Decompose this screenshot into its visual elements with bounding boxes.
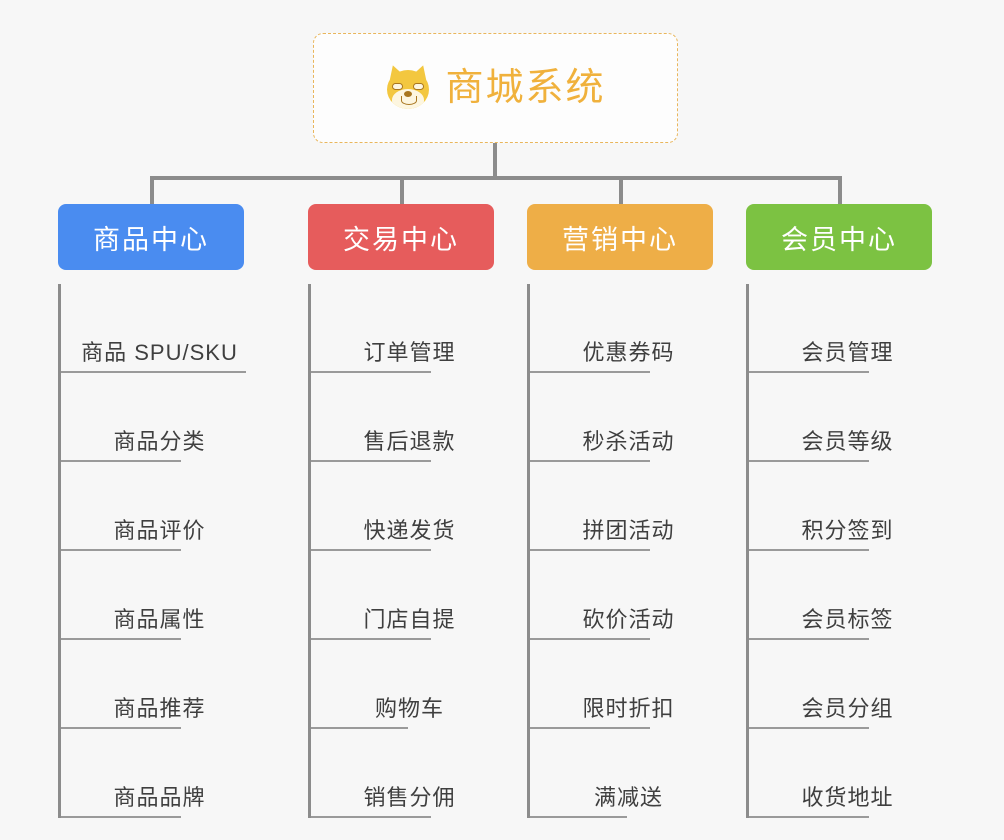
leaf-item[interactable]: 商品评价 <box>61 462 244 551</box>
leaf-label: 拼团活动 <box>582 518 675 543</box>
leaf-item[interactable]: 商品属性 <box>61 551 244 640</box>
leaf-item[interactable]: 门店自提 <box>311 551 494 640</box>
leaf-label: 收货地址 <box>801 785 894 810</box>
leaf-label: 秒杀活动 <box>582 429 675 454</box>
leaf-label: 门店自提 <box>363 607 456 632</box>
leaf-item[interactable]: 满减送 <box>530 729 713 818</box>
leaf-underline <box>61 816 181 818</box>
leaf-underline <box>749 460 869 462</box>
leaf-label: 商品分类 <box>113 429 206 454</box>
leaf-underline <box>530 727 650 729</box>
leaf-item[interactable]: 优惠券码 <box>530 284 713 373</box>
leaf-item[interactable]: 拼团活动 <box>530 462 713 551</box>
dog-face-icon <box>385 62 432 111</box>
leaf-label: 限时折扣 <box>582 696 675 721</box>
leaf-underline <box>311 460 431 462</box>
leaf-underline <box>530 460 650 462</box>
leaf-label: 优惠券码 <box>582 340 675 365</box>
leaf-item[interactable]: 秒杀活动 <box>530 373 713 462</box>
leaf-item[interactable]: 订单管理 <box>311 284 494 373</box>
leaf-underline <box>61 549 181 551</box>
leaf-label: 商品 SPU/SKU <box>81 340 238 365</box>
leaf-label: 积分签到 <box>801 518 894 543</box>
leaf-label: 满减送 <box>593 785 663 810</box>
leaf-label: 商品品牌 <box>113 785 206 810</box>
leaf-underline <box>530 549 650 551</box>
leaf-underline <box>61 460 181 462</box>
leaf-item[interactable]: 快递发货 <box>311 462 494 551</box>
leaf-label: 快递发货 <box>363 518 456 543</box>
leaf-underline <box>749 549 869 551</box>
branch-leaf-list-2: 订单管理售后退款快递发货门店自提购物车销售分佣 <box>308 284 494 818</box>
branch-column-1: 商品中心 商品 SPU/SKU 商品分类商品评价商品属性商品推荐商品品牌 <box>58 204 246 818</box>
branch-header-3[interactable]: 营销中心 <box>527 204 713 270</box>
leaf-label: 销售分佣 <box>363 785 456 810</box>
leaf-item[interactable]: 购物车 <box>311 640 494 729</box>
root-node[interactable]: 商城系统 <box>313 33 678 143</box>
leaf-label: 会员分组 <box>801 696 894 721</box>
leaf-item[interactable]: 会员标签 <box>749 551 932 640</box>
leaf-item[interactable]: 会员等级 <box>749 373 932 462</box>
branch-leaf-list-4: 会员管理会员等级积分签到会员标签会员分组收货地址 <box>746 284 932 818</box>
branch-header-1[interactable]: 商品中心 <box>58 204 244 270</box>
branch-column-3: 营销中心 优惠券码秒杀活动拼团活动砍价活动限时折扣满减送 <box>527 204 713 818</box>
leaf-underline <box>311 816 431 818</box>
leaf-label: 商品推荐 <box>113 696 206 721</box>
leaf-underline <box>749 816 869 818</box>
leaf-label: 砍价活动 <box>582 607 675 632</box>
leaf-label: 会员等级 <box>801 429 894 454</box>
leaf-underline <box>749 727 869 729</box>
leaf-underline <box>61 727 181 729</box>
leaf-item[interactable]: 会员管理 <box>749 284 932 373</box>
leaf-item[interactable]: 商品 SPU/SKU <box>61 284 246 373</box>
branch-leaf-list-3: 优惠券码秒杀活动拼团活动砍价活动限时折扣满减送 <box>527 284 713 818</box>
leaf-underline <box>749 638 869 640</box>
leaf-item[interactable]: 商品分类 <box>61 373 244 462</box>
leaf-underline <box>530 638 650 640</box>
leaf-underline <box>530 371 650 373</box>
leaf-underline <box>311 371 431 373</box>
leaf-item[interactable]: 积分签到 <box>749 462 932 551</box>
leaf-underline <box>311 638 431 640</box>
leaf-label: 订单管理 <box>363 340 456 365</box>
leaf-item[interactable]: 商品品牌 <box>61 729 244 818</box>
leaf-label: 商品属性 <box>113 607 206 632</box>
leaf-item[interactable]: 会员分组 <box>749 640 932 729</box>
leaf-underline <box>61 638 181 640</box>
branch-header-4[interactable]: 会员中心 <box>746 204 932 270</box>
leaf-item[interactable]: 销售分佣 <box>311 729 494 818</box>
leaf-item[interactable]: 商品推荐 <box>61 640 244 729</box>
leaf-underline <box>311 727 408 729</box>
leaf-item[interactable]: 限时折扣 <box>530 640 713 729</box>
leaf-label: 会员管理 <box>801 340 894 365</box>
leaf-label: 售后退款 <box>363 429 456 454</box>
branch-leaf-list-1: 商品 SPU/SKU 商品分类商品评价商品属性商品推荐商品品牌 <box>58 284 246 818</box>
leaf-item[interactable]: 售后退款 <box>311 373 494 462</box>
leaf-underline <box>530 816 627 818</box>
leaf-underline <box>749 371 869 373</box>
leaf-underline <box>61 371 246 373</box>
leaf-item[interactable]: 收货地址 <box>749 729 932 818</box>
branch-column-4: 会员中心 会员管理会员等级积分签到会员标签会员分组收货地址 <box>746 204 932 818</box>
leaf-item[interactable]: 砍价活动 <box>530 551 713 640</box>
root-title: 商城系统 <box>445 67 606 109</box>
leaf-label: 商品评价 <box>113 518 206 543</box>
branch-header-2[interactable]: 交易中心 <box>308 204 494 270</box>
leaf-label: 购物车 <box>374 696 444 721</box>
leaf-label: 会员标签 <box>801 607 894 632</box>
branch-column-2: 交易中心 订单管理售后退款快递发货门店自提购物车销售分佣 <box>308 204 494 818</box>
leaf-underline <box>311 549 431 551</box>
